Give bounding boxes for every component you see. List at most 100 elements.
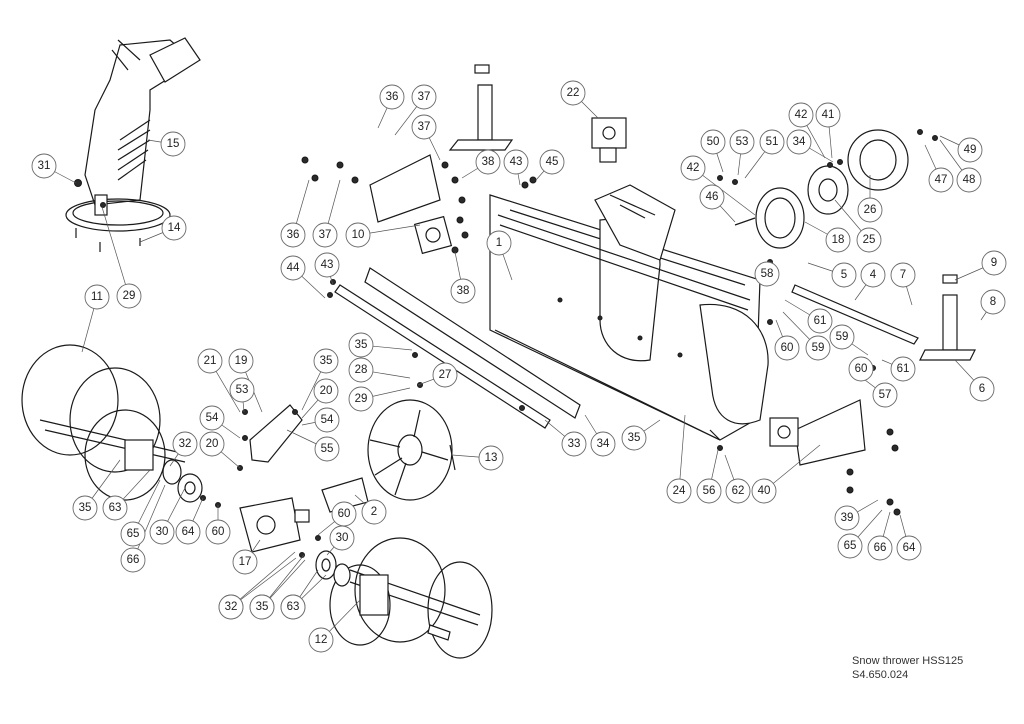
callout-54: 54	[199, 405, 225, 431]
callout-55: 55	[314, 436, 340, 462]
callout-45: 45	[539, 149, 565, 175]
callout-60: 60	[848, 356, 874, 382]
callout-bubble	[478, 445, 504, 471]
callout-1: 1	[486, 230, 512, 256]
callout-number: 2	[371, 506, 377, 518]
callout-number: 54	[321, 414, 334, 426]
callout-number: 59	[812, 342, 825, 354]
callout-bubble	[774, 335, 800, 361]
callout-bubble	[161, 215, 187, 241]
callout-26: 26	[857, 197, 883, 223]
callout-8: 8	[980, 289, 1006, 315]
callout-35: 35	[249, 594, 275, 620]
callout-64: 64	[175, 519, 201, 545]
callout-32: 32	[218, 594, 244, 620]
callout-number: 45	[546, 156, 559, 168]
callout-48: 48	[956, 167, 982, 193]
callout-41: 41	[815, 102, 841, 128]
callout-number: 49	[964, 144, 977, 156]
callout-number: 35	[79, 502, 92, 514]
callout-20: 20	[199, 431, 225, 457]
callout-bubble	[805, 335, 831, 361]
callout-60: 60	[331, 501, 357, 527]
callout-5: 5	[831, 262, 857, 288]
callout-number: 64	[182, 526, 195, 538]
callout-leader-29	[101, 206, 130, 297]
callout-42: 42	[680, 155, 706, 181]
callout-bubble	[680, 155, 706, 181]
callout-number: 35	[320, 355, 333, 367]
callout-35: 35	[313, 348, 339, 374]
callout-2: 2	[361, 499, 387, 525]
callout-bubble	[280, 594, 306, 620]
callout-number: 4	[870, 269, 877, 281]
callout-number: 51	[766, 136, 779, 148]
callout-bubble	[699, 184, 725, 210]
callout-27: 27	[432, 362, 458, 388]
callout-bubble	[31, 153, 57, 179]
callout-leader-42	[692, 167, 756, 216]
callout-number: 6	[979, 383, 985, 395]
callout-number: 65	[127, 528, 140, 540]
callout-bubble	[475, 149, 501, 175]
callout-bubble	[348, 386, 374, 412]
callout-number: 8	[990, 296, 996, 308]
callout-39: 39	[834, 505, 860, 531]
callout-bubble	[561, 431, 587, 457]
callout-number: 30	[156, 526, 169, 538]
callout-bubble	[199, 431, 225, 457]
callout-number: 35	[628, 432, 641, 444]
callout-25: 25	[856, 227, 882, 253]
callout-46: 46	[699, 184, 725, 210]
callout-15: 15	[160, 131, 186, 157]
callout-number: 44	[287, 262, 300, 274]
scraper-blades	[334, 267, 581, 429]
callout-7: 7	[890, 262, 916, 288]
callout-bubble	[197, 348, 223, 374]
callout-37: 37	[411, 114, 437, 140]
callout-bubble	[928, 167, 954, 193]
callout-leader-32	[230, 557, 297, 608]
callout-29: 29	[348, 386, 374, 412]
jack-stand-right	[919, 274, 976, 361]
callout-38: 38	[450, 278, 476, 304]
callout-4: 4	[860, 262, 886, 288]
callout-number: 29	[123, 290, 136, 302]
callout-56: 56	[696, 478, 722, 504]
callout-number: 60	[781, 342, 794, 354]
callout-number: 32	[179, 438, 192, 450]
callout-number: 40	[758, 485, 771, 497]
callout-bubble	[896, 535, 922, 561]
callout-19: 19	[228, 348, 254, 374]
callout-29: 29	[116, 283, 142, 309]
callout-number: 37	[418, 91, 431, 103]
callout-number: 13	[485, 452, 498, 464]
callout-54: 54	[314, 407, 340, 433]
callout-13: 13	[478, 445, 504, 471]
callout-bubble	[503, 149, 529, 175]
callout-number: 18	[832, 234, 845, 246]
callout-number: 32	[225, 601, 238, 613]
callout-number: 53	[236, 384, 249, 396]
impeller-fan	[367, 399, 456, 501]
callout-bubble	[860, 262, 886, 288]
callout-leader-24	[678, 414, 686, 492]
callout-61: 61	[807, 308, 833, 334]
callout-18: 18	[825, 227, 851, 253]
callout-44: 44	[280, 255, 306, 281]
callout-37: 37	[411, 84, 437, 110]
callout-bubble	[411, 84, 437, 110]
callout-number: 39	[841, 512, 854, 524]
drive-drum	[734, 129, 909, 249]
callout-number: 38	[457, 285, 470, 297]
left-bearing	[162, 459, 203, 503]
callout-number: 7	[900, 269, 906, 281]
callout-bubble	[160, 131, 186, 157]
callout-bubble	[308, 627, 334, 653]
callout-bubble	[314, 436, 340, 462]
callout-24: 24	[666, 478, 692, 504]
callout-number: 34	[597, 438, 610, 450]
callout-bubble	[486, 230, 512, 256]
callout-65: 65	[837, 533, 863, 559]
callout-60: 60	[205, 519, 231, 545]
